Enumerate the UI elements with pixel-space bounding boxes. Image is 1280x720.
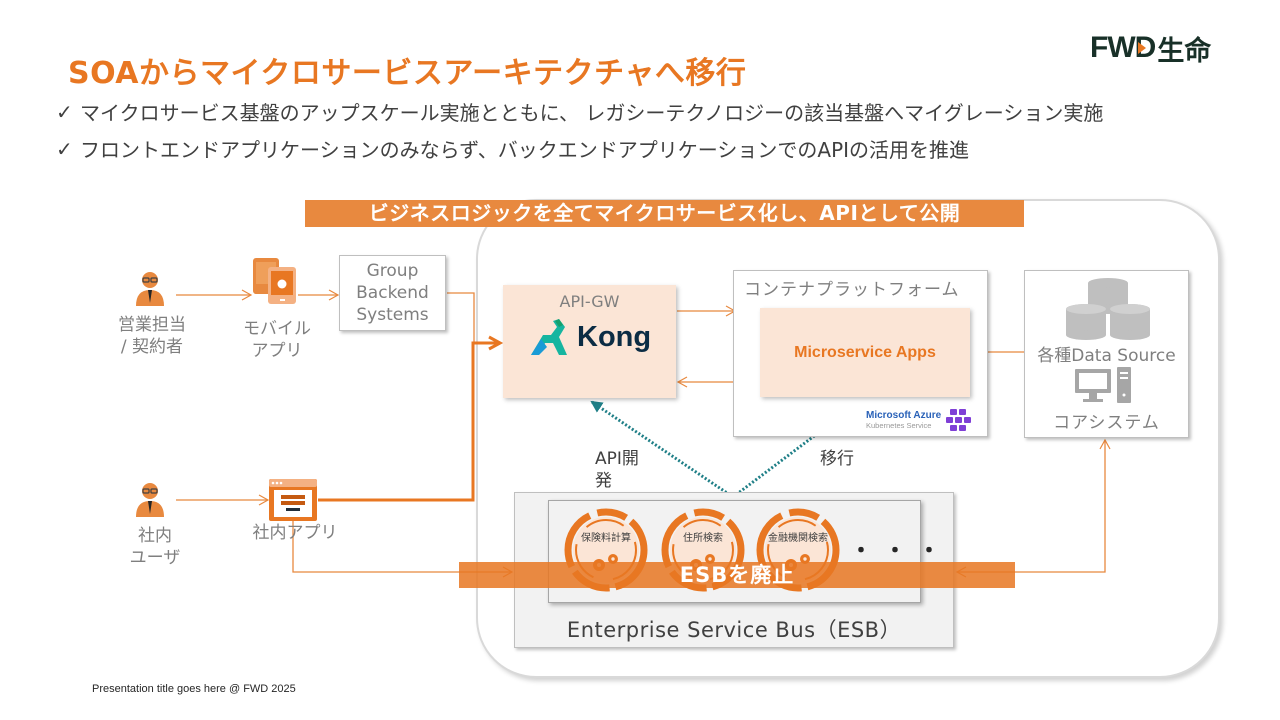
internal-app-label: 社内アプリ (252, 523, 338, 543)
note-line: API開 (595, 449, 639, 469)
service-label: 保険料計算 (581, 533, 631, 544)
arrow-esb-to-core (1016, 438, 1111, 573)
bullet-item: ✓ マイクロサービス基盤のアップスケール実施とともに、 レガシーテクノロジーの該… (56, 97, 1103, 126)
person-icon (134, 481, 166, 521)
arrow-internal-app-to-esb (292, 518, 514, 578)
actor-label-line: 社内 (138, 526, 172, 546)
computer-icon (1075, 367, 1131, 403)
container-platform-label: コンテナプラットフォーム (744, 280, 960, 300)
esb-label: Enterprise Service Bus（ESB） (566, 618, 902, 642)
actor-label-internal-user: 社内 ユーザ (110, 525, 200, 569)
check-icon: ✓ (56, 136, 73, 161)
gbs-line: Systems (356, 305, 429, 325)
core-system-label: コアシステム (1053, 413, 1160, 433)
data-source-box: 各種Data Source コアシステム (1024, 270, 1189, 438)
kong-text: Kong (577, 320, 652, 353)
arrow-internal-app-to-gw (318, 343, 500, 502)
bullet-item: ✓ フロントエンドアプリケーションのみならず、バックエンドアプリケーションでのA… (56, 134, 969, 163)
dotted-arrow-migration (732, 398, 864, 499)
kong-logo: Kong (527, 317, 651, 357)
check-icon: ✓ (56, 99, 73, 124)
actor-label-sales: 営業担当 / 契約者 (106, 314, 198, 358)
app-label-line: アプリ (251, 341, 303, 361)
app-label-line: モバイル (243, 319, 311, 339)
mobile-app-label: モバイル アプリ (232, 318, 322, 362)
api-gw-label: API-GW (559, 292, 620, 311)
mobile-app-icon (252, 257, 298, 309)
web-app-icon (269, 479, 317, 525)
service-label: 金融機関検索 (768, 533, 828, 544)
actor-label-line: ユーザ (129, 548, 181, 568)
group-backend-systems-box: Group Backend Systems (339, 255, 446, 331)
more-services-ellipsis: ・・・ (850, 539, 953, 564)
actor-label-line: 営業担当 (118, 315, 186, 335)
service-label: 住所検索 (683, 533, 723, 544)
kubernetes-cubes-icon (946, 409, 972, 431)
banner-headline: ビジネスロジックを全てマイクロサービス化し、APIとして公開 (305, 200, 1024, 227)
azure-brand: Microsoft Azure (866, 409, 942, 421)
footer-text: Presentation title goes here @ FWD 2025 (92, 683, 296, 695)
api-dev-note: API開 発 (595, 448, 639, 492)
bullet-text: フロントエンドアプリケーションのみならず、バックエンドアプリケーションでのAPI… (80, 138, 970, 162)
bullet-text: マイクロサービス基盤のアップスケール実施とともに、 レガシーテクノロジーの該当基… (80, 101, 1104, 125)
abolish-esb-banner: ESBを廃止 (459, 562, 1015, 588)
note-line: 発 (595, 471, 612, 491)
database-icon (1066, 278, 1150, 340)
dotted-arrow-api-dev (590, 400, 734, 499)
gbs-line: Group (366, 261, 419, 281)
azure-aks-logo: Microsoft Azure Kubernetes Service (866, 408, 972, 432)
gbs-line: Backend (356, 283, 429, 303)
fwd-logo: FWD 生命 (1090, 30, 1212, 67)
person-icon (134, 270, 166, 310)
microservice-apps-box: Microservice Apps (760, 308, 970, 397)
actor-label-line: / 契約者 (120, 337, 184, 357)
logo-suffix: 生命 (1157, 35, 1212, 67)
azure-service: Kubernetes Service (866, 420, 932, 430)
line-backend-to-gw (447, 292, 475, 343)
data-source-label: 各種Data Source (1037, 346, 1176, 366)
kong-icon (531, 319, 567, 355)
api-gateway-box: API-GW Kong (503, 285, 676, 398)
page-title: SOAからマイクロサービスアーキテクチャへ移行 (68, 56, 747, 91)
migration-note: 移行 (820, 449, 854, 469)
logo-triangle-icon (1138, 42, 1147, 54)
